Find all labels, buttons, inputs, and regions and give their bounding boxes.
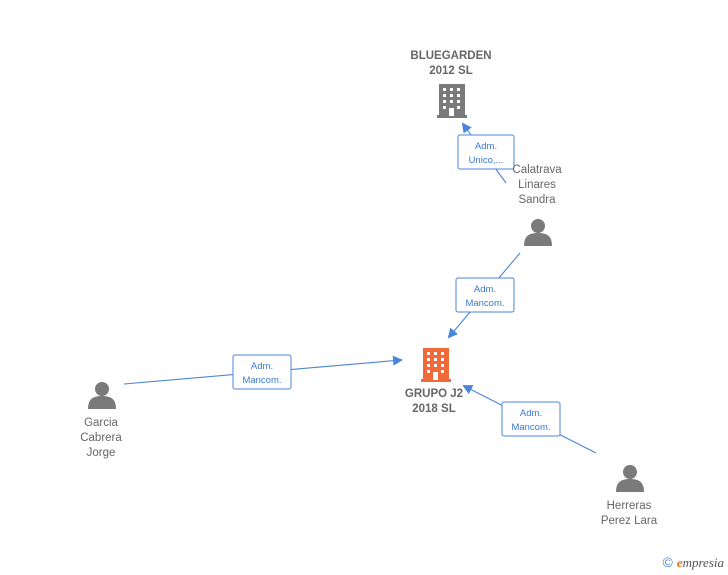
node-calatrava[interactable]: Calatrava Linares Sandra: [512, 164, 562, 246]
svg-text:Jorge: Jorge: [87, 447, 116, 459]
copyright-icon: ©: [662, 554, 673, 570]
node-garcia[interactable]: Garcia Cabrera Jorge: [80, 382, 122, 459]
svg-text:Linares: Linares: [518, 179, 556, 191]
edge-label-calatrava-grupo: Adm. Mancom.: [455, 277, 515, 313]
brand-name: mpresia: [682, 555, 724, 570]
svg-text:BLUEGARDEN: BLUEGARDEN: [410, 50, 491, 62]
svg-text:Cabrera: Cabrera: [80, 432, 122, 444]
svg-text:Perez Lara: Perez Lara: [601, 515, 658, 527]
person-icon: [524, 219, 552, 246]
svg-text:Mancom.: Mancom.: [242, 375, 281, 386]
building-icon: [421, 348, 451, 382]
svg-text:Unico,...: Unico,...: [469, 155, 504, 166]
edge-label-garcia-grupo: Adm. Mancom.: [232, 354, 292, 390]
person-icon: [88, 382, 116, 409]
node-bluegarden[interactable]: BLUEGARDEN 2012 SL: [410, 50, 492, 118]
svg-text:Herreras: Herreras: [607, 500, 652, 512]
building-icon: [437, 84, 467, 118]
svg-text:2012 SL: 2012 SL: [429, 65, 472, 77]
svg-text:2018 SL: 2018 SL: [412, 403, 455, 415]
svg-text:Adm.: Adm.: [475, 141, 497, 152]
svg-text:Mancom.: Mancom.: [511, 422, 550, 433]
node-grupo-j2[interactable]: GRUPO J2 2018 SL: [405, 348, 463, 415]
svg-text:Adm.: Adm.: [474, 284, 496, 295]
svg-text:Calatrava: Calatrava: [512, 164, 562, 176]
node-herreras[interactable]: Herreras Perez Lara: [601, 465, 658, 527]
svg-text:Adm.: Adm.: [251, 361, 273, 372]
svg-text:Garcia: Garcia: [84, 417, 118, 429]
brand-watermark: ©empresia: [662, 554, 724, 571]
person-icon: [616, 465, 644, 492]
svg-text:Adm.: Adm.: [520, 408, 542, 419]
edge-label-calatrava-bluegarden: Adm. Unico,...: [457, 134, 515, 170]
edge-label-herreras-grupo: Adm. Mancom.: [501, 401, 561, 437]
brand-e: e: [676, 555, 683, 570]
svg-text:GRUPO J2: GRUPO J2: [405, 388, 463, 400]
svg-text:Mancom.: Mancom.: [465, 298, 504, 309]
svg-text:Sandra: Sandra: [518, 194, 556, 206]
